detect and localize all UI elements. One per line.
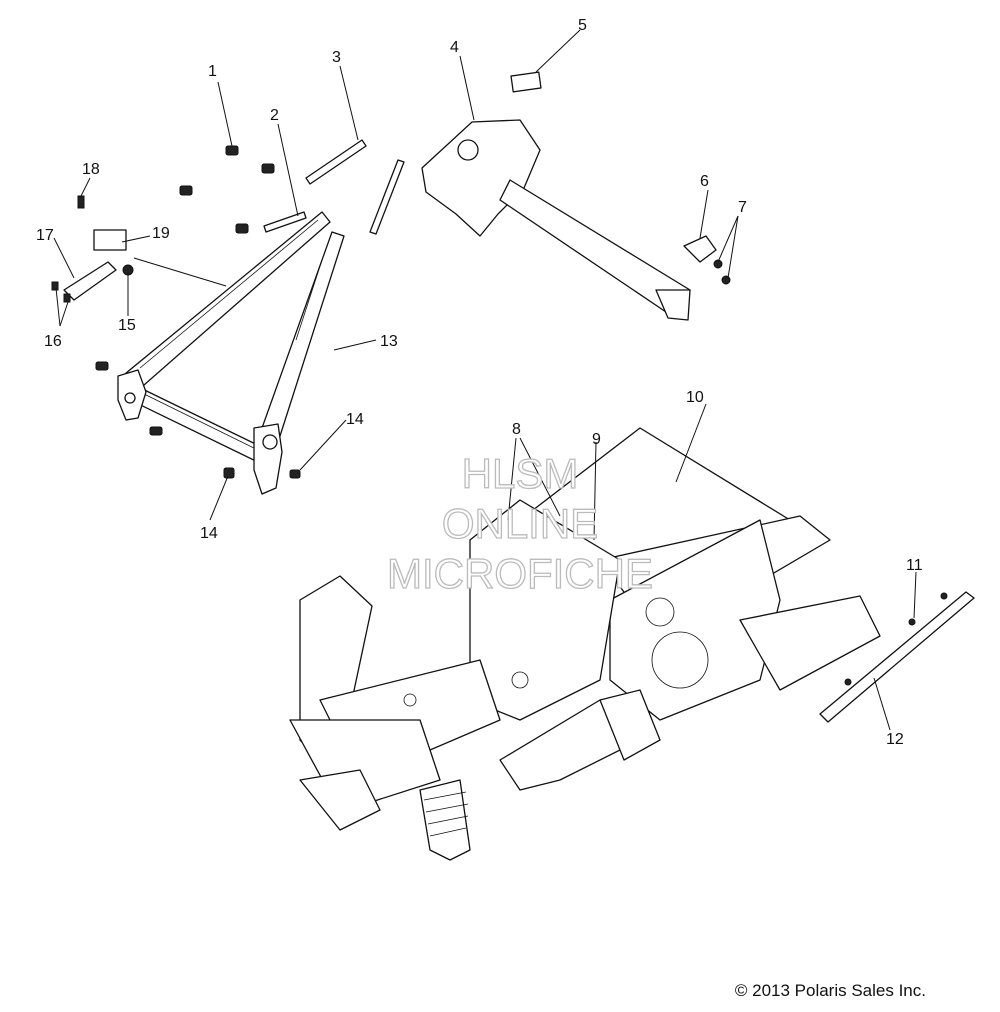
steering-post-assembly [421,71,731,321]
callout-7: 7 [738,199,747,216]
callout-6: 6 [700,173,709,190]
callout-1: 1 [208,63,217,80]
callout-18: 18 [82,161,100,178]
leader-lines [53,29,917,731]
callout-8: 8 [512,421,521,438]
callout-9: 9 [592,431,601,448]
callout-17: 17 [36,227,54,244]
watermark-line-3: MICROFICHE [387,550,653,597]
callout-19: 19 [152,225,170,242]
callout-13: 13 [380,333,398,350]
callout-labels: 1 2 3 4 5 6 7 8 9 10 11 12 13 14 14 15 1… [36,17,923,748]
callout-3: 3 [332,49,341,66]
callout-16: 16 [44,333,62,350]
chassis-frame [289,427,975,861]
callout-10: 10 [686,389,704,406]
callout-2: 2 [270,107,279,124]
watermark: HLSM ONLINE MICROFICHE [386,449,653,597]
strut-assembly [51,139,405,495]
callout-11: 11 [906,557,923,574]
callout-5: 5 [578,17,587,34]
watermark-line-1: HLSM [462,450,579,497]
callout-15: 15 [118,317,136,334]
callout-12: 12 [886,731,904,748]
copyright-text: © 2013 Polaris Sales Inc. [735,981,926,1000]
watermark-line-2: ONLINE [442,500,598,547]
callout-14-right: 14 [346,411,364,428]
callout-4: 4 [450,39,459,56]
callout-14-left: 14 [200,525,218,542]
